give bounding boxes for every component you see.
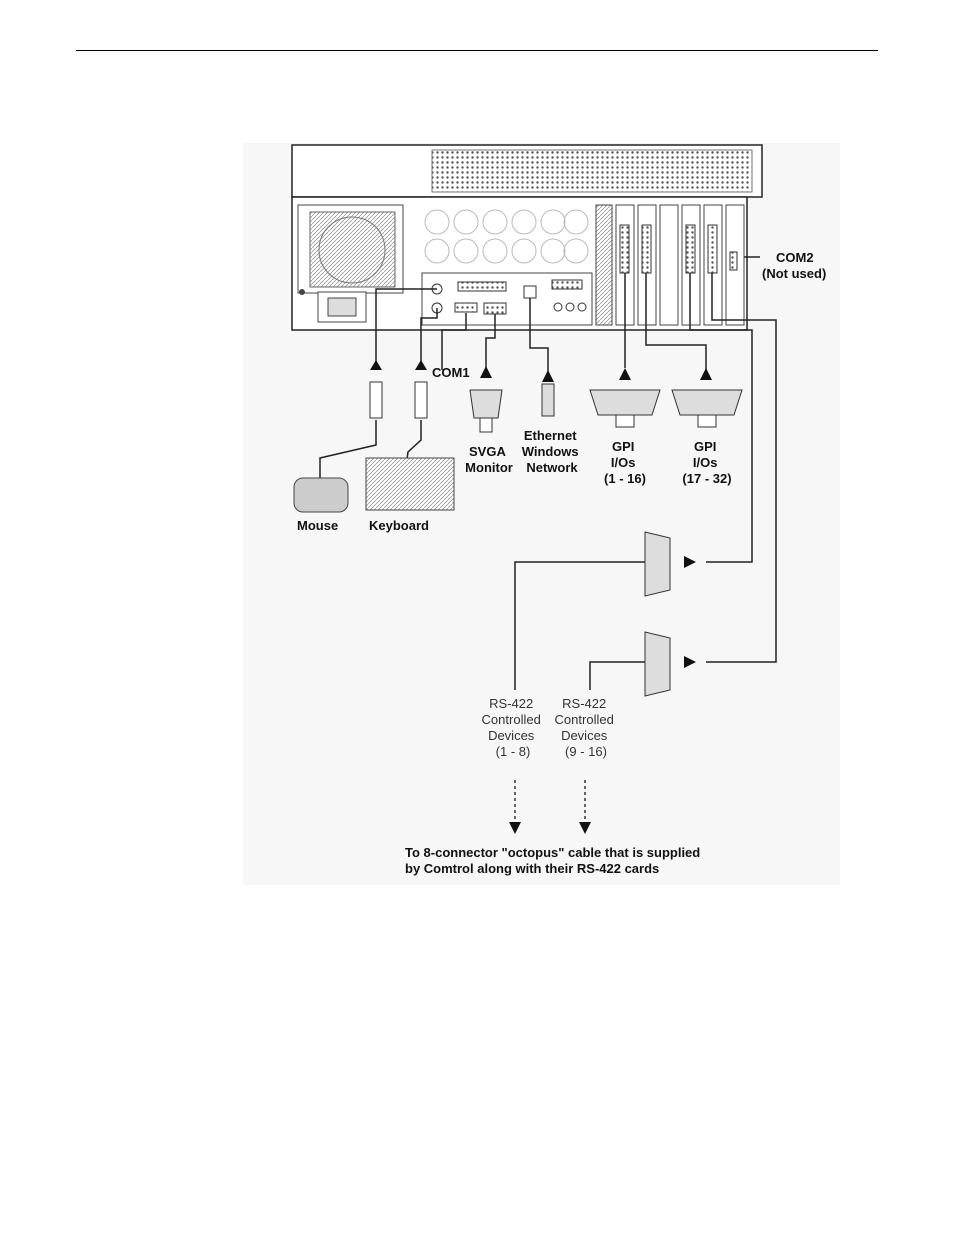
gpi-connector-1: [589, 389, 661, 428]
svga-connector: [469, 389, 503, 433]
octopus-caption: To 8-connector "octopus" cable that is s…: [405, 845, 704, 876]
keyboard-label: Keyboard: [369, 518, 429, 533]
gpi-connector-2: [671, 389, 743, 428]
rs422-connector-1: [644, 531, 671, 597]
mouse-label: Mouse: [297, 518, 338, 533]
rs422-connector-2: [644, 631, 671, 697]
header-rule: [76, 50, 878, 51]
com1-label: COM1: [432, 365, 470, 380]
rs422-label-1: RS-422 Controlled Devices (1 - 8): [482, 696, 545, 759]
rs422-label-2: RS-422 Controlled Devices (9 - 16): [555, 696, 618, 759]
gpi-label-1: GPI I/Os (1 - 16): [604, 439, 646, 486]
mouse-device: [293, 381, 383, 513]
keyboard-device: [365, 381, 455, 511]
ethernet-label: Ethernet Windows Network: [522, 428, 583, 475]
svga-label: SVGA Monitor: [465, 444, 513, 475]
com2-label: COM2 (Not used): [762, 250, 826, 281]
ethernet-connector: [541, 383, 555, 417]
arrowheads: [370, 360, 712, 834]
server-chassis: [291, 144, 763, 331]
gpi-label-2: GPI I/Os (17 - 32): [682, 439, 731, 486]
cables: [319, 273, 777, 690]
